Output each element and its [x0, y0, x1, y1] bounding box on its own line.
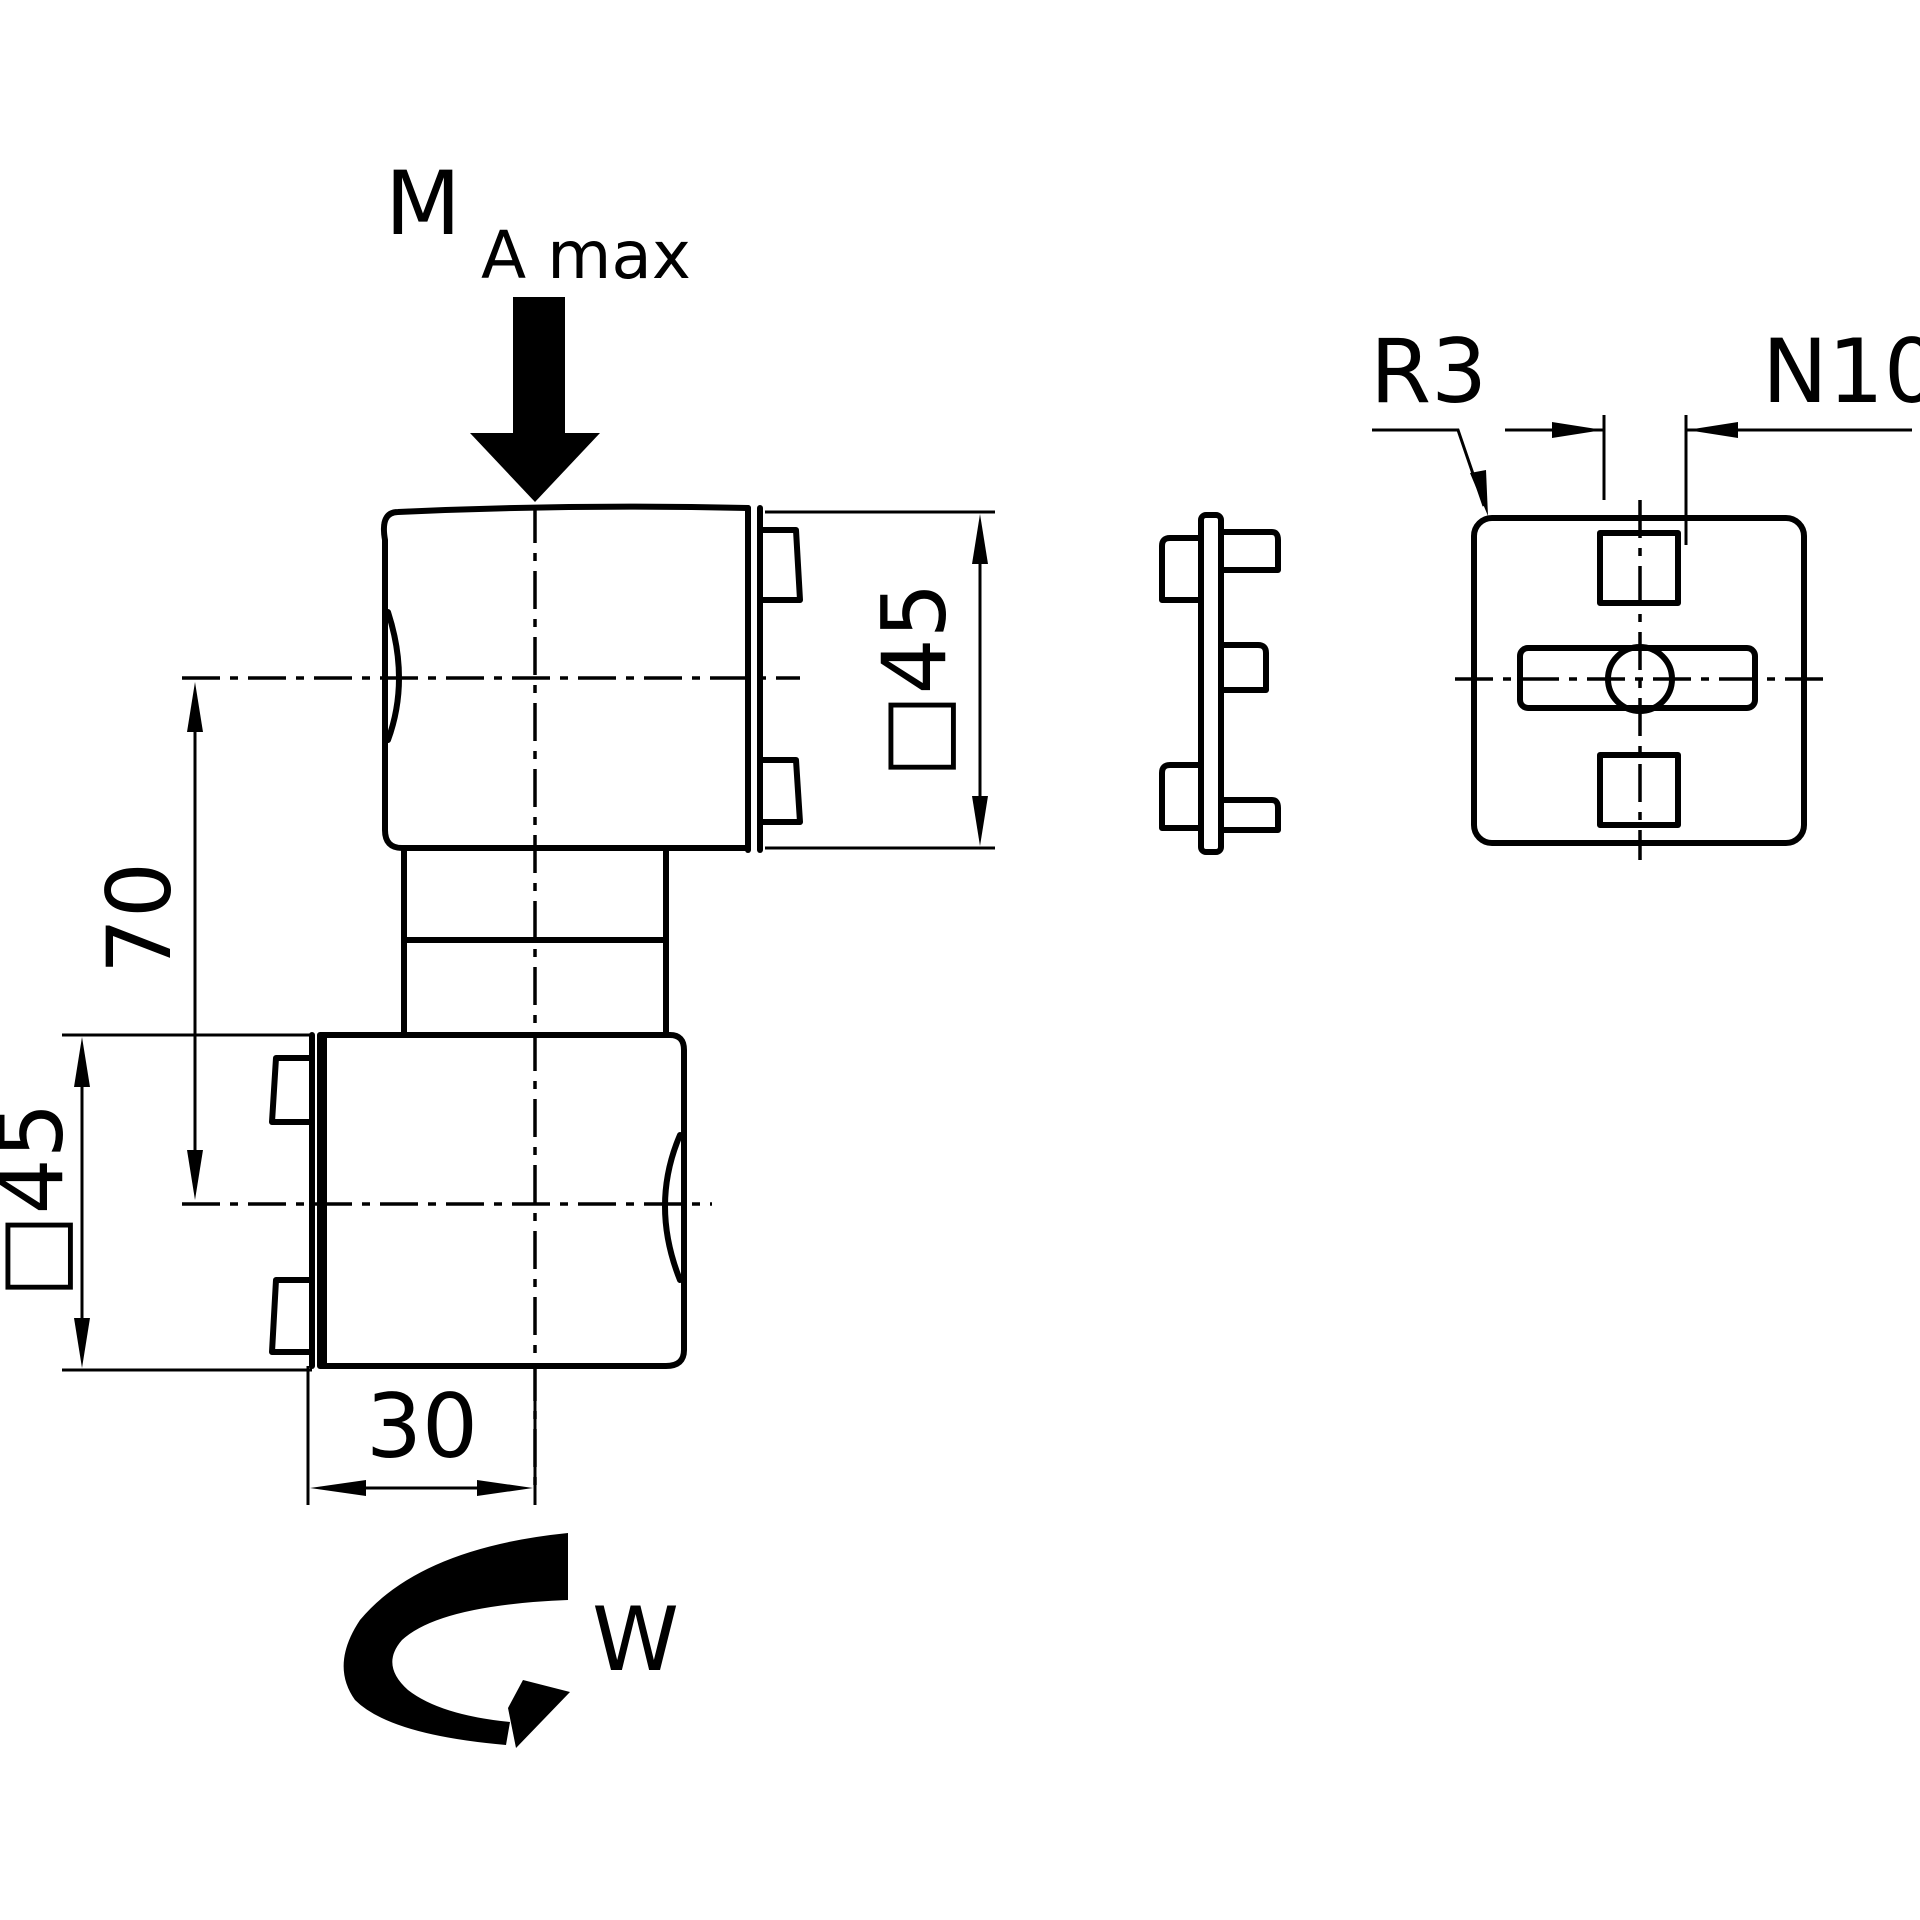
- front-view-part: [1372, 415, 1912, 860]
- dimension-30: [306, 1366, 537, 1505]
- rotation-arrow: [343, 1533, 570, 1748]
- dimension-upper-square: [765, 510, 995, 850]
- moment-label-sub: A max: [481, 217, 691, 294]
- dimension-70-label: 70: [88, 862, 191, 974]
- moment-load-arrow: [470, 297, 600, 502]
- slot-width-label: N10: [1762, 320, 1920, 423]
- radius-label: R3: [1370, 320, 1487, 423]
- dimension-upper-square-label: □45: [863, 582, 966, 777]
- dimension-30-label: 30: [366, 1375, 478, 1478]
- connecting-neck: [401, 845, 669, 1035]
- dimension-lower-square-label: □45: [0, 1102, 83, 1297]
- moment-label-main: M: [385, 152, 461, 255]
- side-view-part: [1159, 512, 1281, 855]
- rotation-label: W: [592, 1588, 679, 1691]
- lower-block: [269, 1032, 687, 1369]
- dimension-70: [187, 682, 203, 1200]
- dimension-lower-square: [62, 1033, 312, 1372]
